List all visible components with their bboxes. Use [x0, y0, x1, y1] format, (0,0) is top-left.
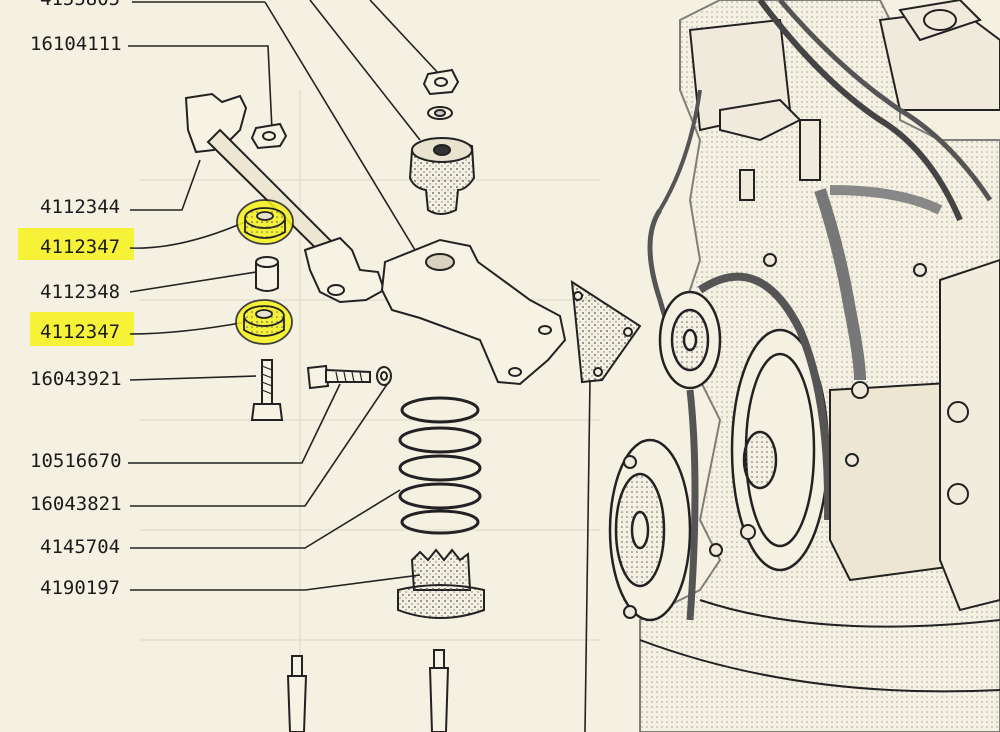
part-number-label-16043921: 16043921 [30, 368, 122, 390]
leader-lines [128, 0, 591, 732]
part-number-label-4112347-lower: 4112347 [40, 321, 121, 343]
horizontal-bolt-washer [306, 364, 392, 390]
part-number-label-4145704: 4145704 [40, 536, 121, 558]
part-number-label-4112344: 4112344 [40, 196, 121, 218]
spacer-sleeve [255, 256, 279, 292]
coil-spring [398, 396, 482, 535]
engine-casing [623, 253, 1000, 693]
engine-pulleys [608, 272, 833, 622]
highlighted-bushes [235, 199, 294, 345]
part-number-label-4190197: 4190197 [40, 577, 121, 599]
part-number-label-top: 4155805 [40, 0, 120, 10]
bottom-studs [286, 649, 450, 732]
vertical-bolt [250, 359, 284, 421]
highlight-label-4112347-upper [18, 228, 134, 260]
rod-bracket-assembly [184, 92, 567, 386]
triangular-plate [570, 280, 642, 384]
part-number-label-4112348: 4112348 [40, 281, 121, 303]
part-number-label-4112347-upper: 4112347 [40, 236, 121, 258]
part-number-label-16104111: 16104111 [30, 33, 122, 55]
part-number-label-16043821: 16043821 [30, 493, 122, 515]
part-number-label-10516670: 10516670 [30, 450, 122, 472]
top-nuts [250, 68, 460, 150]
engine-hoses [647, 0, 993, 382]
faint-background-lines [140, 90, 600, 730]
highlight-label-4112347-lower [30, 312, 134, 346]
top-rubber-bush [408, 137, 476, 215]
lower-rubber-mount [397, 548, 485, 619]
